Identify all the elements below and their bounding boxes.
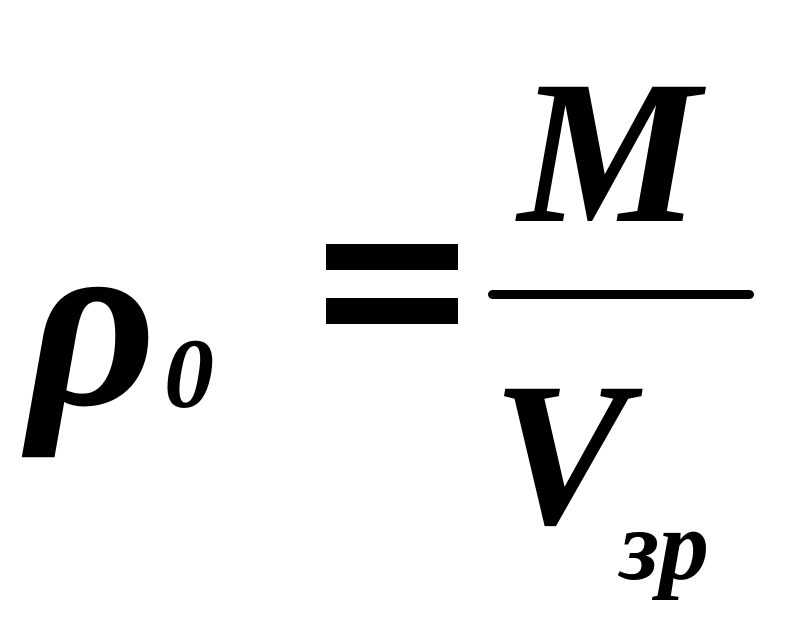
density-subscript: 0 bbox=[164, 318, 214, 429]
denominator-volume: V bbox=[492, 341, 629, 568]
numerator-mass: M bbox=[518, 39, 701, 266]
density-symbol: ρ bbox=[28, 182, 157, 459]
fraction-line bbox=[488, 290, 754, 299]
volume-subscript: зр bbox=[620, 490, 710, 601]
equals-bottom-bar bbox=[326, 298, 458, 324]
equals-top-bar bbox=[326, 244, 458, 270]
